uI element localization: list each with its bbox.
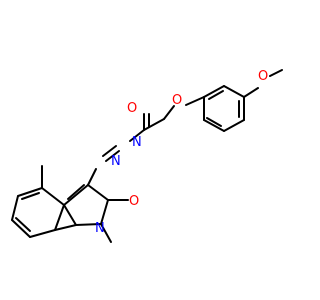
bond: [87, 184, 109, 201]
bond: [100, 199, 109, 225]
atom-o-methoxy: O: [258, 69, 268, 84]
bond: [29, 229, 56, 238]
atom-o-carbonyl-amide: O: [127, 101, 137, 116]
molecule-structure: O O O N N O N: [11, 69, 283, 243]
bond: [163, 105, 175, 120]
bond: [143, 118, 165, 131]
bond: [208, 90, 224, 100]
atom-labels: O O O N N O N: [95, 69, 268, 236]
bond: [185, 96, 205, 106]
bond: [11, 219, 31, 238]
bond: [105, 150, 120, 162]
bond: [102, 145, 117, 157]
atom-n-amide: N: [132, 135, 142, 150]
bond: [203, 119, 225, 132]
bond: [67, 184, 85, 200]
bond: [15, 217, 31, 232]
bond: [21, 192, 40, 200]
bond: [63, 204, 77, 226]
bond: [63, 184, 89, 206]
bond: [206, 117, 222, 127]
bond: [54, 224, 77, 231]
bond: [269, 69, 283, 77]
atom-o-lactam: O: [129, 194, 139, 209]
atom-n-indole: N: [95, 221, 105, 236]
bond: [100, 223, 112, 243]
bond: [75, 223, 102, 226]
bond: [17, 187, 43, 197]
molecule-canvas: O O O N N O N: [11, 69, 283, 243]
bond: [223, 85, 245, 98]
bond: [243, 87, 259, 98]
atom-o-ether: O: [172, 93, 182, 108]
bond: [41, 187, 65, 206]
bond: [223, 119, 245, 132]
bond: [87, 168, 97, 186]
bond: [54, 204, 65, 231]
bond: [129, 129, 145, 142]
atom-n-imine: N: [111, 154, 121, 169]
bond: [11, 195, 19, 221]
bond: [203, 85, 225, 98]
bond-layer: [11, 69, 283, 243]
